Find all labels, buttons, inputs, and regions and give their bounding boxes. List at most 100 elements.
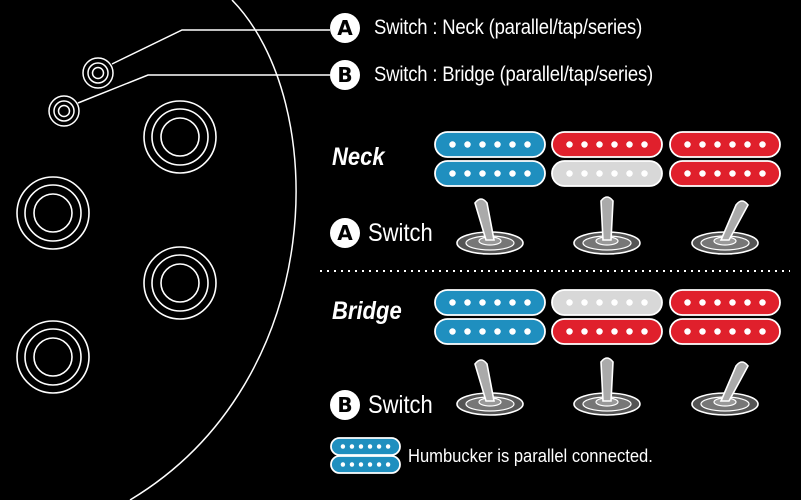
pole-piece: [641, 170, 648, 177]
pole-piece: [759, 141, 766, 148]
pole-piece: [494, 170, 501, 177]
pole-piece: [566, 328, 573, 335]
callout-a-text: Switch : Neck (parallel/tap/series): [374, 16, 643, 39]
pole-piece: [524, 328, 531, 335]
pole-piece: [596, 328, 603, 335]
pickup-1-coil-top: [434, 289, 546, 316]
pole-piece: [744, 299, 751, 306]
pole-piece: [744, 141, 751, 148]
pole-piece: [349, 444, 355, 449]
mini-switch-b: [48, 95, 80, 127]
pole-piece: [524, 299, 531, 306]
pole-piece: [699, 328, 706, 335]
bridge-pickup-states: [434, 289, 781, 345]
toggle-lever: [600, 196, 614, 241]
legend-humbucker-icon: [330, 437, 401, 474]
pickup-1-coil-bottom: [434, 318, 546, 345]
pole-piece: [367, 462, 373, 467]
pickup-3-coil-bottom: [669, 318, 781, 345]
callout-a: A Switch : Neck (parallel/tap/series): [330, 11, 679, 45]
pole-piece: [376, 462, 382, 467]
pole-piece: [509, 299, 516, 306]
toggle-lever: [474, 359, 495, 402]
neck-toggle-states: [456, 196, 759, 255]
pole-piece: [479, 328, 486, 335]
pole-piece: [349, 462, 355, 467]
pole-piece: [494, 328, 501, 335]
toggle-lever: [719, 200, 749, 241]
pole-piece: [641, 328, 648, 335]
pole-piece: [479, 170, 486, 177]
pole-piece: [464, 328, 471, 335]
pole-piece: [714, 170, 721, 177]
pole-piece: [464, 141, 471, 148]
pole-piece: [699, 141, 706, 148]
pole-piece: [611, 299, 618, 306]
pole-piece: [684, 328, 691, 335]
pole-piece: [581, 328, 588, 335]
pole-piece: [581, 299, 588, 306]
knob-tone-2: [16, 320, 90, 394]
pickup-2-coil-bottom: [551, 160, 663, 187]
neck-switch-label: A Switch: [330, 218, 442, 248]
bridge-switch-label: B Switch: [330, 390, 442, 420]
pole-piece: [596, 299, 603, 306]
pole-piece: [566, 299, 573, 306]
legend: Humbucker is parallel connected.: [330, 438, 674, 474]
bridge-toggle-states: [456, 357, 759, 416]
pole-piece: [340, 462, 346, 467]
pole-piece: [449, 141, 456, 148]
pickup-1-coil-top: [434, 131, 546, 158]
callout-b: B Switch : Bridge (parallel/tap/series): [330, 58, 691, 92]
pole-piece: [596, 141, 603, 148]
pole-piece: [684, 299, 691, 306]
pole-piece: [611, 170, 618, 177]
neck-label: Neck: [332, 143, 385, 171]
pole-piece: [509, 141, 516, 148]
leader-line-a: [111, 29, 330, 65]
legend-text: Humbucker is parallel connected.: [408, 445, 653, 466]
pole-piece: [376, 444, 382, 449]
pole-piece: [494, 141, 501, 148]
pole-piece: [464, 299, 471, 306]
toggle-lever: [600, 357, 614, 402]
guitar-body-outline: [129, 0, 297, 500]
pole-piece: [367, 444, 373, 449]
pole-piece: [641, 299, 648, 306]
pole-piece: [566, 170, 573, 177]
pickup-3-coil-top: [669, 289, 781, 316]
pole-piece: [729, 299, 736, 306]
pole-piece: [340, 444, 346, 449]
pole-piece: [729, 328, 736, 335]
pole-piece: [449, 170, 456, 177]
pole-piece: [449, 328, 456, 335]
toggle-lever: [474, 198, 495, 241]
leader-line-b: [77, 74, 330, 104]
pickup-3-coil-bottom: [669, 160, 781, 187]
pole-piece: [524, 170, 531, 177]
pickup-1-coil-bottom: [434, 160, 546, 187]
pole-piece: [729, 170, 736, 177]
pole-piece: [714, 141, 721, 148]
neck-switch-text: Switch: [368, 218, 433, 247]
callout-a-badge: A: [330, 13, 360, 43]
pole-piece: [358, 462, 364, 467]
toggle-switch-3: [691, 200, 759, 255]
pole-piece: [684, 170, 691, 177]
pole-piece: [449, 299, 456, 306]
pole-piece: [759, 299, 766, 306]
toggle-switch-2: [573, 357, 641, 416]
pole-piece: [464, 170, 471, 177]
callout-b-badge: B: [330, 60, 360, 90]
pole-piece: [524, 141, 531, 148]
pole-piece: [358, 444, 364, 449]
toggle-switch-1: [456, 359, 524, 416]
pole-piece: [744, 170, 751, 177]
pole-piece: [759, 170, 766, 177]
toggle-lever: [719, 361, 749, 402]
pole-piece: [714, 328, 721, 335]
pickup-3-coil-top: [669, 131, 781, 158]
pole-piece: [759, 328, 766, 335]
neck-switch-badge: A: [330, 218, 360, 248]
